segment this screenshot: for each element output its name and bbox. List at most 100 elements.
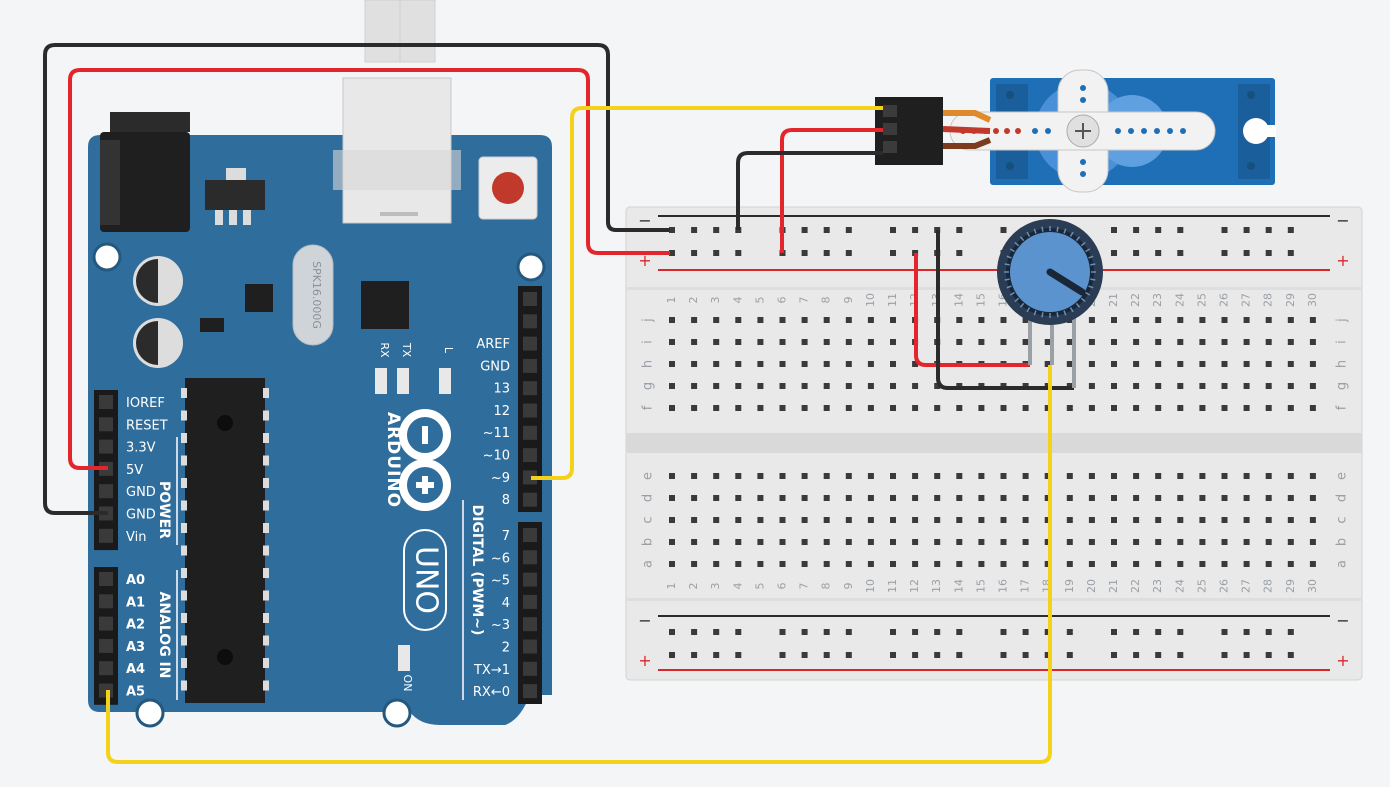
breadboard-hole[interactable] [1022, 561, 1029, 567]
breadboard-hole[interactable] [912, 383, 919, 389]
breadboard-hole[interactable] [669, 383, 675, 389]
breadboard-hole[interactable] [1199, 539, 1206, 545]
breadboard-hole[interactable] [1133, 539, 1140, 545]
breadboard-hole[interactable] [801, 405, 808, 411]
breadboard-hole[interactable] [1177, 517, 1184, 523]
breadboard-hole[interactable] [669, 250, 675, 256]
breadboard-hole[interactable] [1265, 517, 1272, 523]
breadboard-hole[interactable] [669, 629, 675, 635]
breadboard-hole[interactable] [1243, 473, 1250, 479]
breadboard-hole[interactable] [890, 561, 896, 567]
breadboard-hole[interactable] [1221, 517, 1228, 523]
breadboard-hole[interactable] [1221, 652, 1228, 658]
breadboard-hole[interactable] [1111, 405, 1117, 411]
breadboard-hole[interactable] [1177, 405, 1184, 411]
breadboard-hole[interactable] [912, 405, 919, 411]
arduino-uno-board[interactable]: SPK16.000G RX TX L ON [88, 77, 552, 728]
breadboard-hole[interactable] [801, 361, 808, 367]
breadboard-hole[interactable] [1287, 383, 1294, 389]
power-pin-33v[interactable] [99, 439, 113, 454]
breadboard-hole[interactable] [978, 495, 985, 501]
breadboard-hole[interactable] [1000, 227, 1007, 233]
breadboard-hole[interactable] [1133, 250, 1140, 256]
breadboard-hole[interactable] [779, 473, 786, 479]
breadboard-hole[interactable] [845, 495, 852, 501]
breadboard-hole[interactable] [1133, 652, 1140, 658]
breadboard-hole[interactable] [1155, 405, 1162, 411]
breadboard-hole[interactable] [890, 227, 896, 233]
breadboard-hole[interactable] [669, 227, 675, 233]
digital-header-top[interactable] [518, 286, 542, 512]
breadboard-hole[interactable] [1265, 629, 1272, 635]
breadboard-hole[interactable] [956, 339, 963, 345]
breadboard-hole[interactable] [735, 561, 742, 567]
breadboard-hole[interactable] [735, 517, 742, 523]
breadboard-hole[interactable] [691, 652, 698, 658]
breadboard-hole[interactable] [1133, 561, 1140, 567]
breadboard-hole[interactable] [1199, 561, 1206, 567]
breadboard-hole[interactable] [1287, 361, 1294, 367]
breadboard-hole[interactable] [1221, 361, 1228, 367]
breadboard-hole[interactable] [934, 405, 941, 411]
breadboard-hole[interactable] [801, 227, 808, 233]
breadboard-hole[interactable] [669, 361, 675, 367]
breadboard-hole[interactable] [1000, 317, 1007, 323]
breadboard-hole[interactable] [845, 561, 852, 567]
digital-header-socket[interactable] [523, 292, 537, 306]
breadboard-hole[interactable] [890, 250, 896, 256]
breadboard-hole[interactable] [691, 473, 698, 479]
breadboard-hole[interactable] [779, 517, 786, 523]
wire-gnd[interactable] [43, 43, 670, 515]
breadboard-hole[interactable] [1199, 339, 1206, 345]
breadboard-hole[interactable] [1177, 227, 1184, 233]
breadboard-hole[interactable] [1199, 495, 1206, 501]
digital-header-socket[interactable] [523, 470, 537, 485]
analog-pin-a3[interactable] [99, 638, 113, 653]
breadboard-hole[interactable] [978, 539, 985, 545]
breadboard-hole[interactable] [735, 652, 742, 658]
breadboard-hole[interactable] [956, 473, 963, 479]
breadboard-hole[interactable] [1287, 227, 1294, 233]
breadboard-hole[interactable] [779, 652, 786, 658]
analog-pin-a1[interactable] [99, 594, 113, 609]
breadboard-hole[interactable] [779, 629, 786, 635]
breadboard-hole[interactable] [912, 652, 919, 658]
breadboard-hole[interactable] [1177, 317, 1184, 323]
breadboard-hole[interactable] [669, 561, 675, 567]
breadboard-hole[interactable] [867, 539, 874, 545]
breadboard-hole[interactable] [757, 405, 764, 411]
breadboard-hole[interactable] [713, 405, 720, 411]
breadboard-hole[interactable] [934, 561, 941, 567]
breadboard-hole[interactable] [735, 629, 742, 635]
breadboard-hole[interactable] [1309, 339, 1316, 345]
breadboard-hole[interactable] [779, 539, 786, 545]
breadboard-hole[interactable] [956, 517, 963, 523]
digital-header-socket[interactable] [523, 639, 537, 654]
breadboard-hole[interactable] [1022, 495, 1029, 501]
breadboard-hole[interactable] [890, 539, 896, 545]
breadboard-hole[interactable] [1177, 561, 1184, 567]
breadboard-hole[interactable] [801, 539, 808, 545]
breadboard-hole[interactable] [669, 652, 675, 658]
breadboard-hole[interactable] [713, 517, 720, 523]
breadboard-hole[interactable] [1177, 250, 1184, 256]
breadboard-hole[interactable] [779, 383, 786, 389]
breadboard-hole[interactable] [691, 517, 698, 523]
breadboard-hole[interactable] [669, 473, 675, 479]
power-header[interactable] [94, 390, 118, 551]
breadboard-hole[interactable] [1243, 561, 1250, 567]
wire-servo-power[interactable] [780, 128, 883, 253]
breadboard-hole[interactable] [1221, 227, 1228, 233]
breadboard-hole[interactable] [823, 250, 830, 256]
breadboard-hole[interactable] [978, 473, 985, 479]
breadboard-hole[interactable] [1221, 405, 1228, 411]
breadboard-hole[interactable] [779, 495, 786, 501]
breadboard-hole[interactable] [1243, 517, 1250, 523]
breadboard-hole[interactable] [713, 227, 720, 233]
breadboard-hole[interactable] [823, 361, 830, 367]
breadboard-hole[interactable] [1111, 317, 1117, 323]
breadboard-hole[interactable] [1155, 361, 1162, 367]
digital-header-socket[interactable] [523, 448, 537, 463]
breadboard-hole[interactable] [978, 517, 985, 523]
breadboard-hole[interactable] [801, 517, 808, 523]
